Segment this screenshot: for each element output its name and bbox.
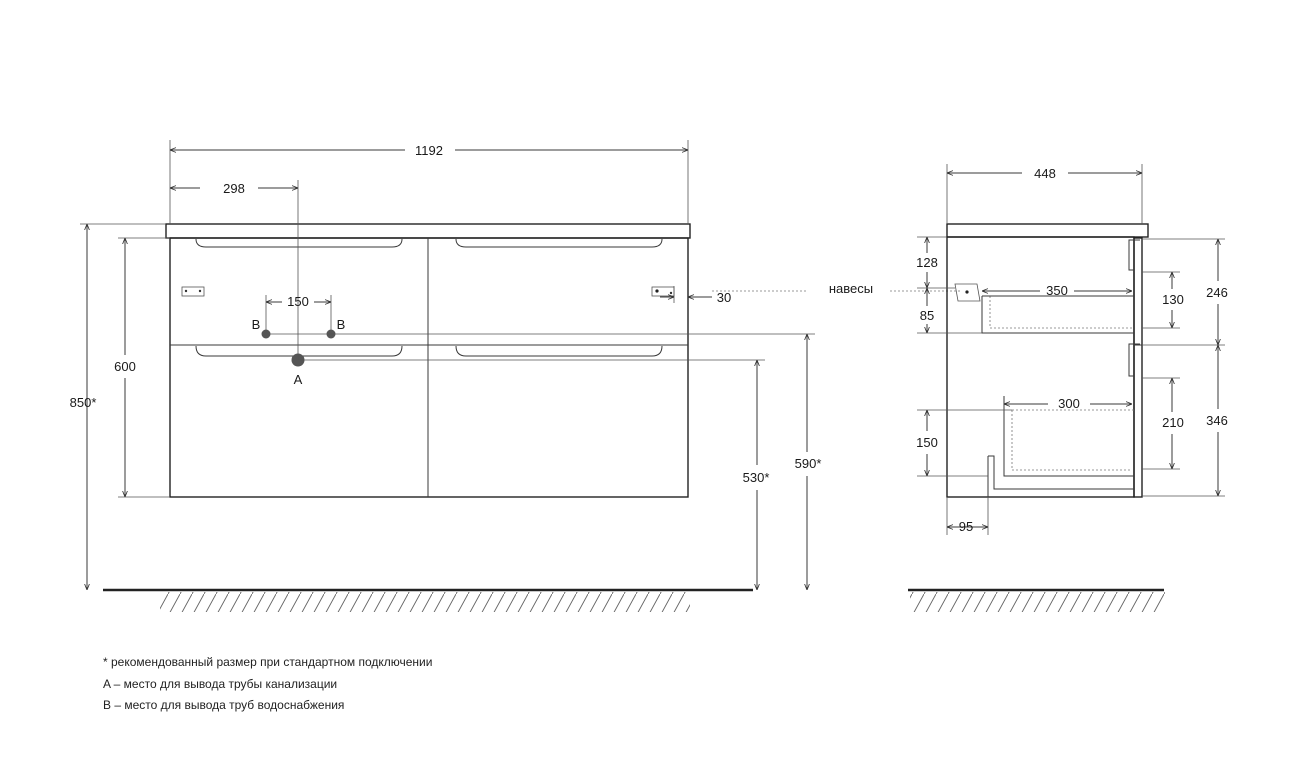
hinge-left	[181, 286, 205, 297]
label-a: A	[294, 372, 303, 387]
water-point-b-left	[261, 329, 271, 339]
dim-water-spacing: 150	[287, 294, 309, 309]
note-water-pipes: B – место для вывода труб водоснабжения	[103, 698, 345, 712]
dim-height-body: 600	[114, 359, 136, 374]
upper-drawer-box	[981, 296, 1134, 334]
dimension-labels: 1192 298 150 B B A 850* 600 30 530* 590*…	[70, 143, 1228, 534]
dim-upper-offset: 128	[916, 255, 938, 270]
dim-pipe-height: 530*	[743, 470, 770, 485]
dim-lower-offset: 150	[916, 435, 938, 450]
handle-bottom-right	[455, 345, 663, 357]
note-recommended-size: * рекомендованный размер при стандартном…	[103, 655, 433, 669]
dim-height-total: 850*	[70, 395, 97, 410]
label-b-left: B	[252, 317, 261, 332]
front-dimensions	[80, 140, 960, 590]
floor-hatch-front	[160, 592, 690, 612]
handle-top-left	[195, 238, 403, 248]
dim-lower-inner-depth: 300	[1058, 396, 1080, 411]
front-body	[169, 237, 689, 498]
hinges-label: навесы	[829, 281, 873, 296]
floor-hatch-side	[910, 592, 1165, 612]
front-countertop	[165, 223, 691, 239]
dim-hinge-offset: 30	[717, 290, 731, 305]
side-view	[946, 223, 1149, 498]
dim-pipe-offset: 298	[223, 181, 245, 196]
hinge-right	[651, 286, 675, 297]
dim-upper-drawer-height: 130	[1162, 292, 1184, 307]
dim-depth-total: 448	[1034, 166, 1056, 181]
side-dimensions	[917, 164, 1225, 535]
lower-drawer-box	[1003, 396, 1134, 477]
side-front-panel	[1133, 237, 1143, 498]
dim-upper-gap: 85	[920, 308, 934, 323]
dim-lower-front-height: 346	[1206, 413, 1228, 428]
dim-lower-drawer-height: 210	[1162, 415, 1184, 430]
dim-upper-front-height: 246	[1206, 285, 1228, 300]
side-hinge	[954, 283, 981, 302]
dim-upper-inner-depth: 350	[1046, 283, 1068, 298]
dim-back-offset: 95	[959, 519, 973, 534]
dim-width-total: 1192	[415, 143, 443, 158]
dim-water-height: 590*	[795, 456, 822, 471]
side-countertop	[946, 223, 1149, 238]
side-body	[946, 236, 1135, 498]
handle-top-right	[455, 238, 663, 248]
front-view	[165, 223, 691, 498]
note-drain-pipe: A – место для вывода трубы канализации	[103, 677, 338, 691]
label-b-right: B	[337, 317, 346, 332]
